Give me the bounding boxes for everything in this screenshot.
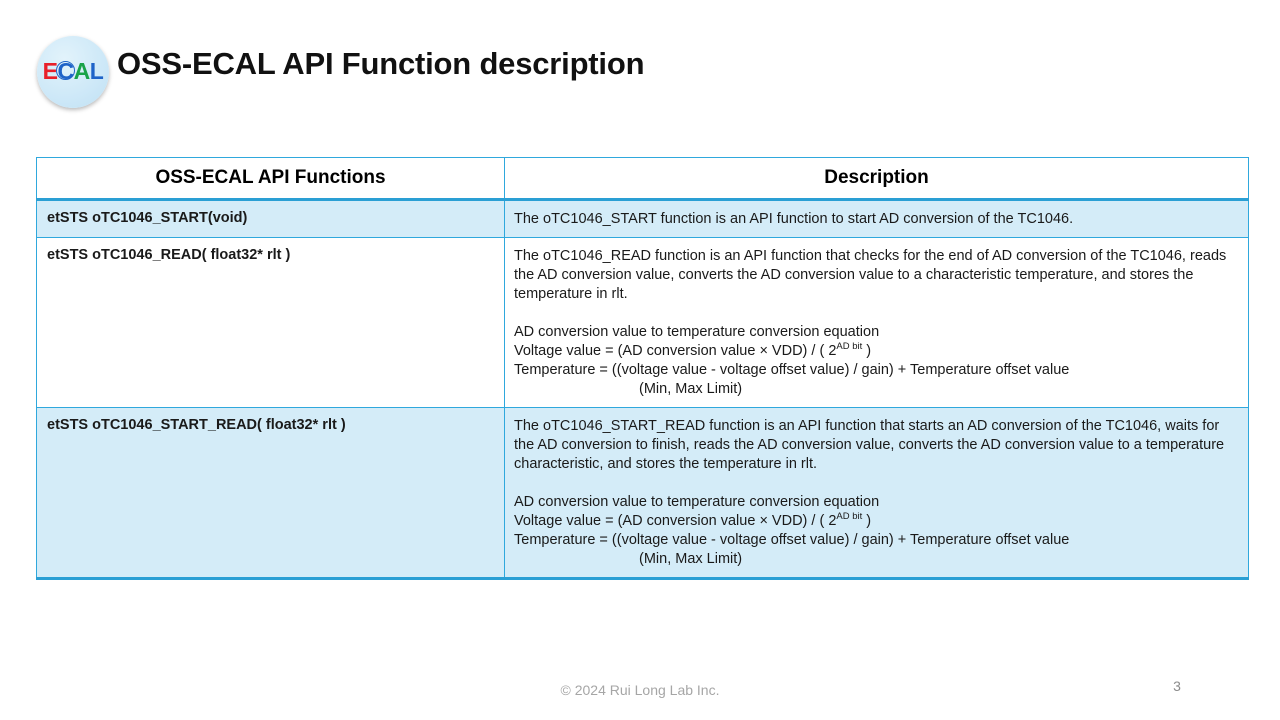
logo-letter-c: C: [55, 57, 75, 84]
equation-voltage-pre: Voltage value = (AD conversion value × V…: [514, 343, 837, 359]
table-row: etSTS oTC1046_START_READ( float32* rlt )…: [36, 407, 1249, 580]
api-function-table: OSS-ECAL API Functions Description etSTS…: [36, 157, 1249, 580]
spacer: [514, 304, 1238, 323]
description-cell: The oTC1046_READ function is an API func…: [504, 237, 1249, 408]
equation-heading: AD conversion value to temperature conve…: [514, 324, 880, 340]
equation-heading: AD conversion value to temperature conve…: [514, 494, 880, 510]
table-row: etSTS oTC1046_READ( float32* rlt ) The o…: [36, 237, 1249, 408]
logo-letter-l: L: [89, 57, 104, 84]
slide-header: ECAL OSS-ECAL API Function description: [0, 0, 1280, 120]
equation-temperature: Temperature = ((voltage value - voltage …: [514, 532, 1070, 548]
equation-voltage-exponent: AD bit: [836, 511, 863, 523]
equation-voltage-post: ): [862, 513, 872, 529]
equation-voltage: Voltage value = (AD conversion value × V…: [514, 342, 1238, 361]
description-cell: The oTC1046_START_READ function is an AP…: [504, 407, 1249, 580]
column-header-description: Description: [504, 157, 1249, 201]
description-cell: The oTC1046_START function is an API fun…: [504, 199, 1249, 238]
description-text: The oTC1046_START function is an API fun…: [514, 211, 1074, 227]
copyright-footer: © 2024 Rui Long Lab Inc.: [560, 682, 720, 698]
equation-limit: (Min, Max Limit): [639, 381, 743, 397]
description-text: The oTC1046_READ function is an API func…: [514, 248, 1227, 302]
function-signature-cell: etSTS oTC1046_START(void): [36, 199, 505, 238]
equation-voltage-pre: Voltage value = (AD conversion value × V…: [514, 513, 837, 529]
function-signature-cell: etSTS oTC1046_START_READ( float32* rlt ): [36, 407, 505, 580]
function-signature-cell: etSTS oTC1046_READ( float32* rlt ): [36, 237, 505, 408]
page-number: 3: [1173, 678, 1181, 694]
equation-voltage-post: ): [862, 343, 872, 359]
equation-voltage-exponent: AD bit: [836, 341, 863, 353]
equation-limit: (Min, Max Limit): [639, 551, 743, 567]
equation-temperature: Temperature = ((voltage value - voltage …: [514, 362, 1070, 378]
description-text: The oTC1046_START_READ function is an AP…: [514, 418, 1225, 472]
spacer: [514, 474, 1238, 493]
equation-voltage: Voltage value = (AD conversion value × V…: [514, 512, 1238, 531]
logo-wordmark: ECAL: [42, 57, 104, 84]
column-header-functions: OSS-ECAL API Functions: [36, 157, 505, 201]
ecal-logo: ECAL: [37, 36, 109, 108]
logo-letter-e: E: [42, 57, 58, 84]
logo-letter-a: A: [73, 57, 91, 84]
table-row: etSTS oTC1046_START(void) The oTC1046_ST…: [36, 199, 1249, 238]
table-header-row: OSS-ECAL API Functions Description: [36, 157, 1249, 201]
page-title: OSS-ECAL API Function description: [117, 46, 645, 81]
